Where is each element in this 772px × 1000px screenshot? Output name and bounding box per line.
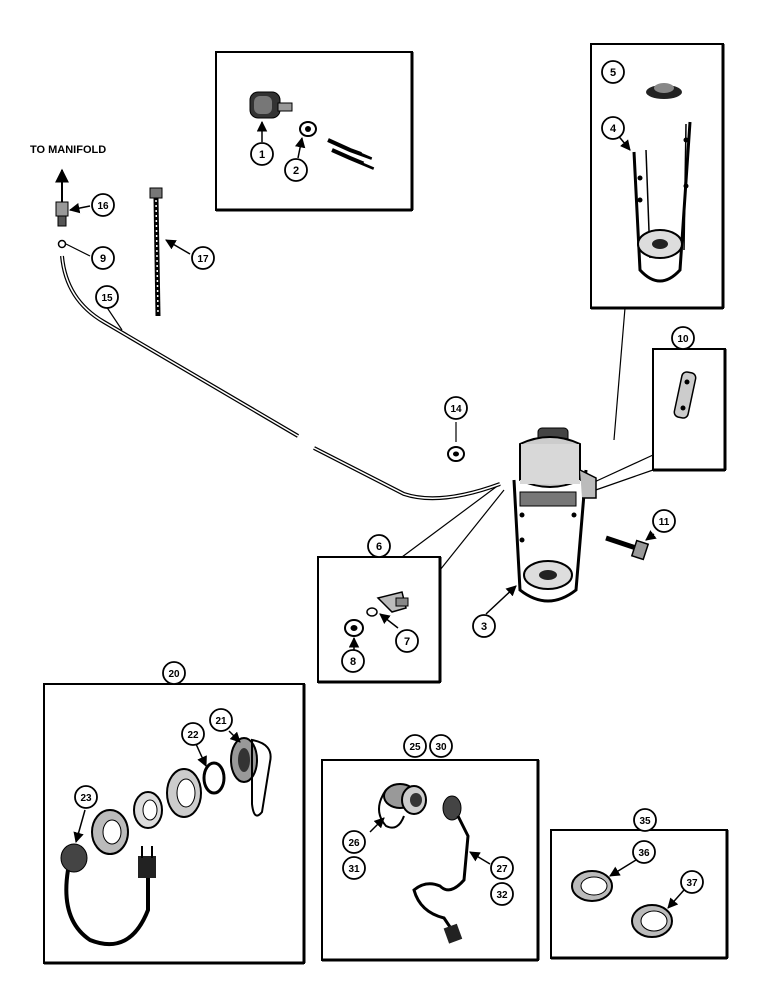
callout-20: 20	[162, 661, 186, 685]
callout-15: 15	[95, 285, 119, 309]
svg-text:22: 22	[187, 730, 199, 741]
retainer-ring-part	[631, 904, 673, 938]
coupling-part	[166, 768, 202, 818]
svg-text:16: 16	[97, 201, 109, 212]
sleeve-part	[133, 791, 163, 829]
mounting-bracket-part	[632, 121, 692, 283]
callout-37: 37	[680, 870, 704, 894]
callout-7: 7	[395, 629, 419, 653]
svg-text:5: 5	[610, 67, 616, 79]
callout-32: 32	[490, 882, 514, 906]
washer-part	[366, 607, 378, 617]
inlet-fitting-part	[230, 737, 272, 817]
svg-text:20: 20	[168, 669, 180, 680]
svg-text:25: 25	[409, 742, 421, 753]
switch-knob-part	[249, 91, 293, 119]
heater-assembly	[485, 427, 597, 615]
svg-text:3: 3	[481, 621, 487, 633]
rubber-cap-part	[646, 83, 682, 99]
svg-text:1: 1	[259, 149, 265, 161]
callout-26: 26	[342, 830, 366, 854]
hex-nut-part	[344, 619, 364, 637]
svg-text:9: 9	[100, 253, 106, 265]
callout-27: 27	[490, 856, 514, 880]
svg-text:37: 37	[686, 878, 698, 889]
manifold-fitting	[55, 168, 91, 257]
cable-tie-part	[149, 187, 191, 317]
cord-plug-part	[412, 795, 470, 944]
callout-11: 11	[652, 509, 676, 533]
callout-21: 21	[209, 708, 233, 732]
svg-text:11: 11	[659, 517, 670, 528]
svg-text:8: 8	[350, 656, 356, 668]
callout-14: 14	[444, 396, 468, 420]
wire-leads	[327, 138, 379, 170]
svg-text:32: 32	[496, 890, 508, 901]
callout-4: 4	[601, 116, 625, 140]
callout-3: 3	[472, 614, 496, 638]
fitting-part	[376, 591, 409, 613]
callout-17: 17	[191, 246, 215, 270]
callout-23: 23	[74, 785, 98, 809]
callout-8: 8	[341, 649, 365, 673]
svg-text:15: 15	[101, 293, 113, 304]
callout-5: 5	[601, 60, 625, 84]
detail-box-6-8	[317, 483, 505, 684]
svg-text:23: 23	[80, 793, 92, 804]
callout-10: 10	[671, 326, 695, 350]
callout-16: 16	[91, 193, 115, 217]
svg-text:14: 14	[450, 404, 462, 415]
svg-text:17: 17	[197, 254, 209, 265]
detail-box-1-2	[215, 51, 414, 212]
svg-text:21: 21	[215, 716, 227, 727]
callout-9: 9	[91, 246, 115, 270]
svg-text:30: 30	[435, 742, 447, 753]
detail-box-10	[589, 348, 727, 493]
manifold-label: TO MANIFOLD	[30, 144, 106, 156]
clip-plate-part	[673, 371, 697, 419]
grommet-ring-part	[571, 870, 613, 902]
callout-35: 35	[633, 808, 657, 832]
svg-text:2: 2	[293, 165, 299, 177]
hex-coupling-part	[91, 809, 129, 855]
callout-36: 36	[632, 840, 656, 864]
nut-part	[299, 121, 317, 137]
svg-text:10: 10	[677, 334, 689, 345]
svg-text:6: 6	[376, 541, 382, 553]
callout-22: 22	[181, 722, 205, 746]
bolt-part	[605, 530, 657, 561]
svg-text:27: 27	[496, 864, 508, 875]
svg-text:35: 35	[639, 816, 651, 827]
callout-30: 30	[429, 734, 453, 758]
sealing-ring-part	[202, 761, 226, 795]
callout-1: 1	[250, 142, 274, 166]
small-nut-part	[447, 422, 465, 462]
svg-text:31: 31	[348, 864, 360, 875]
detail-box-4-5	[590, 43, 725, 441]
svg-text:7: 7	[404, 636, 410, 648]
svg-text:36: 36	[638, 848, 650, 859]
callout-25: 25	[403, 734, 427, 758]
detail-box-20-23	[43, 683, 306, 965]
callout-6: 6	[367, 534, 391, 558]
callout-31: 31	[342, 856, 366, 880]
heater-tube	[60, 255, 501, 501]
svg-text:26: 26	[348, 838, 360, 849]
receptacle-part	[378, 783, 427, 829]
svg-text:4: 4	[610, 123, 617, 135]
callout-2: 2	[284, 158, 308, 182]
detail-box-25-30	[321, 759, 540, 962]
power-cord-part	[60, 843, 156, 947]
